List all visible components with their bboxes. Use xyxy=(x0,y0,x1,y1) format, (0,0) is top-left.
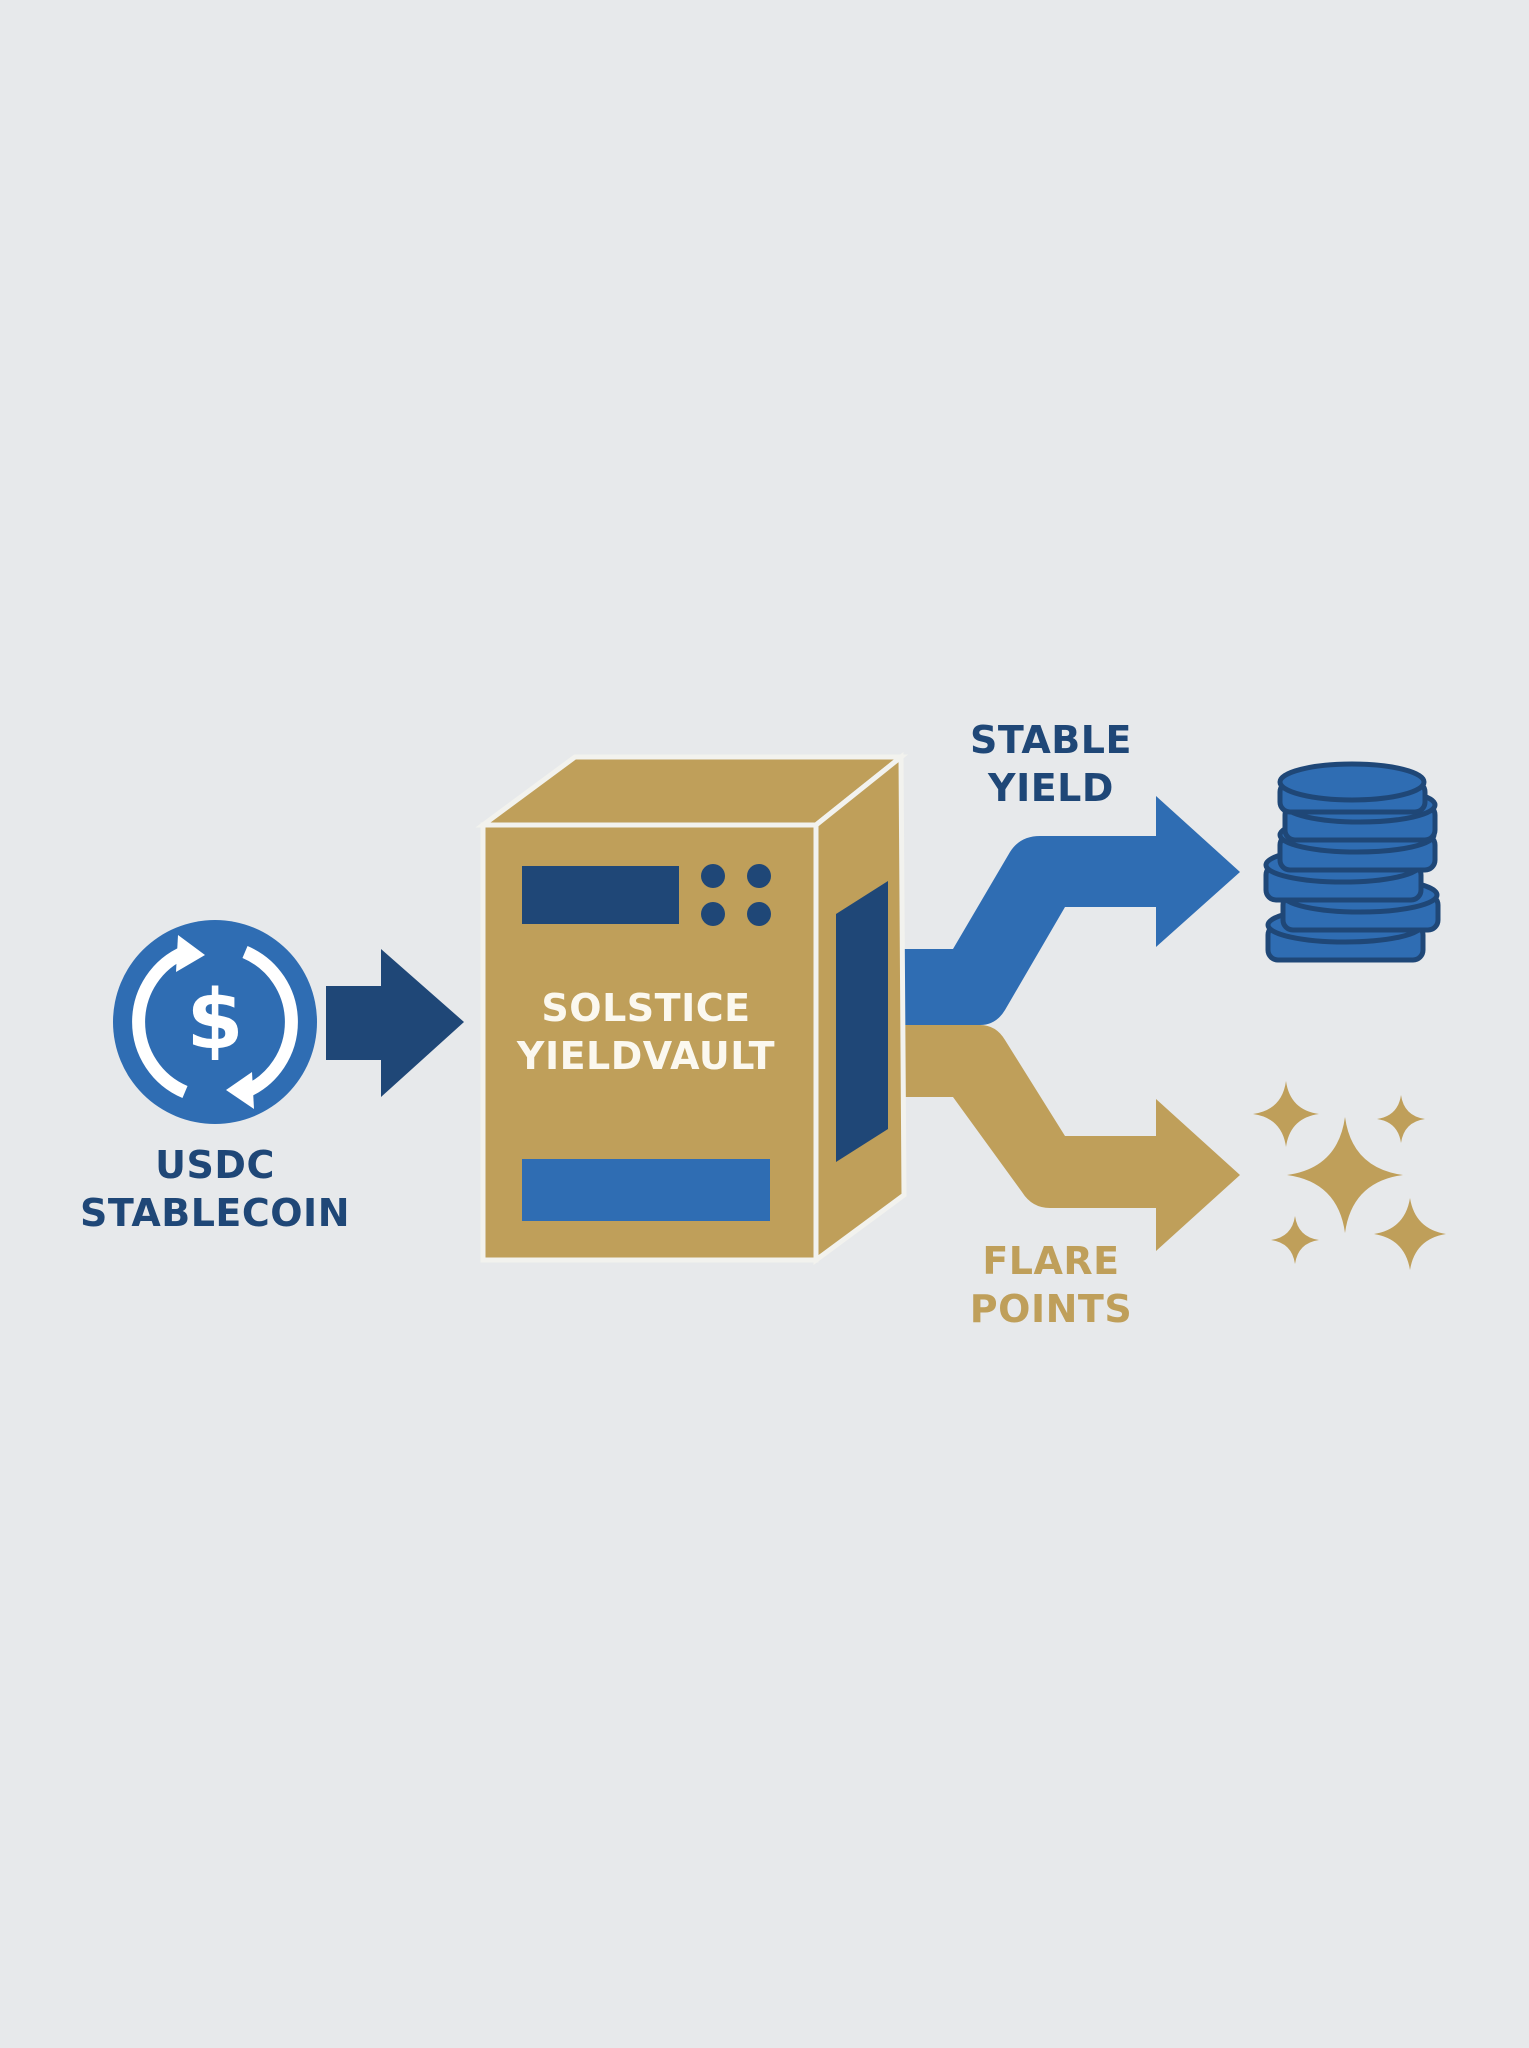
flare-points-line1: FLARE xyxy=(982,1239,1120,1283)
vault-label-line2: YIELDVAULT xyxy=(516,1034,776,1078)
vault-label-line1: SOLSTICE xyxy=(541,986,751,1030)
vault-button xyxy=(701,902,725,926)
usdc-label: USDC STABLECOIN xyxy=(80,1141,350,1237)
vault-screen xyxy=(522,866,679,924)
usdc-coin-icon: $ xyxy=(113,920,317,1124)
usdc-label-line2: STABLECOIN xyxy=(79,1191,351,1235)
flare-points-label: FLARE POINTS xyxy=(970,1237,1132,1333)
stable-yield-label: STABLE YIELD xyxy=(970,716,1132,812)
usdc-label-line1: USDC xyxy=(155,1143,275,1187)
sparkles-icon xyxy=(1253,1081,1446,1270)
svg-text:$: $ xyxy=(186,973,243,1068)
flare-points-flow-arrow xyxy=(850,1025,1240,1251)
vault-label: SOLSTICE YIELDVAULT xyxy=(517,984,775,1080)
vault-button xyxy=(701,864,725,888)
stable-yield-flow-arrow xyxy=(850,796,1240,1025)
vault-button xyxy=(747,864,771,888)
stable-yield-line1: STABLE xyxy=(970,718,1132,762)
vault-box xyxy=(475,751,909,1265)
vault-slot xyxy=(522,1159,770,1221)
coin-stack-icon xyxy=(1263,761,1441,963)
input-arrow xyxy=(326,949,464,1097)
flare-points-line2: POINTS xyxy=(969,1287,1133,1331)
vault-side-opening xyxy=(836,881,888,1162)
stable-yield-line2: YIELD xyxy=(988,766,1114,810)
vault-button xyxy=(747,902,771,926)
